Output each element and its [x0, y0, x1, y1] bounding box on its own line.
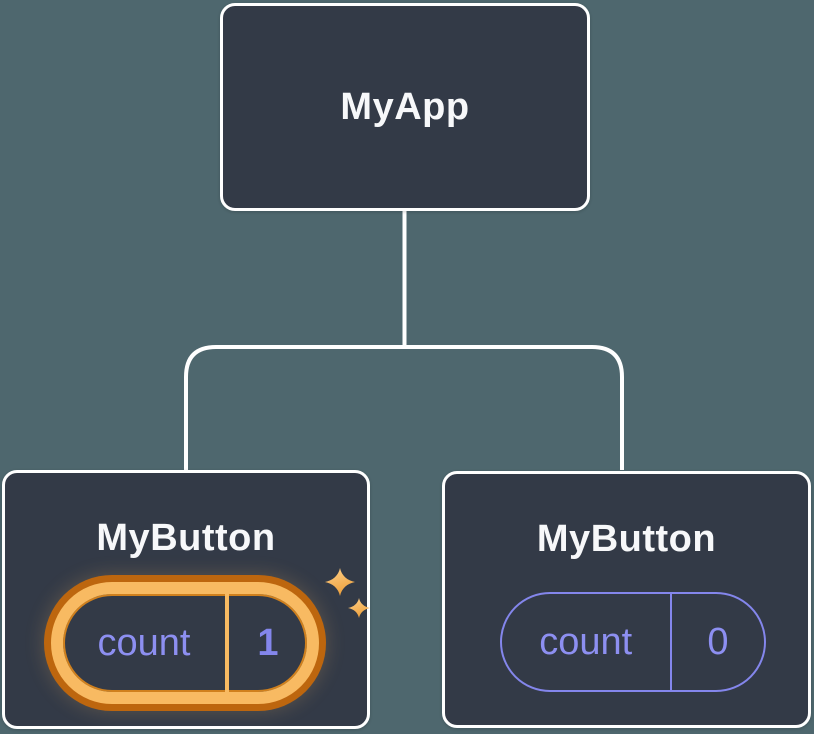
pill-divider	[225, 594, 229, 692]
node-label-mybutton: MyButton	[536, 518, 717, 560]
state-value-label: 1	[257, 621, 279, 664]
sparkles-icon	[325, 568, 370, 618]
pill-divider	[669, 594, 672, 690]
state-pill: count 0	[500, 592, 766, 692]
state-pill-highlighted: count 1	[51, 582, 319, 704]
state-value-label: 0	[707, 620, 729, 663]
state-key-segment: count	[63, 594, 225, 692]
state-key-label: count	[97, 621, 191, 664]
state-value-segment: 0	[672, 594, 764, 690]
state-value-segment: 1	[229, 594, 307, 692]
sparkle-small	[348, 598, 370, 618]
state-key-label: count	[539, 620, 633, 663]
node-label-mybutton-active: MyButton	[96, 517, 276, 559]
sparkle-large	[325, 568, 355, 596]
node-label-myapp: MyApp	[340, 85, 470, 128]
node-mybutton: MyButton count 0	[442, 471, 811, 728]
state-key-segment: count	[502, 594, 670, 690]
connector-branch	[184, 345, 624, 470]
node-mybutton-active: MyButton count 1	[2, 470, 370, 729]
node-myapp: MyApp	[220, 3, 590, 211]
